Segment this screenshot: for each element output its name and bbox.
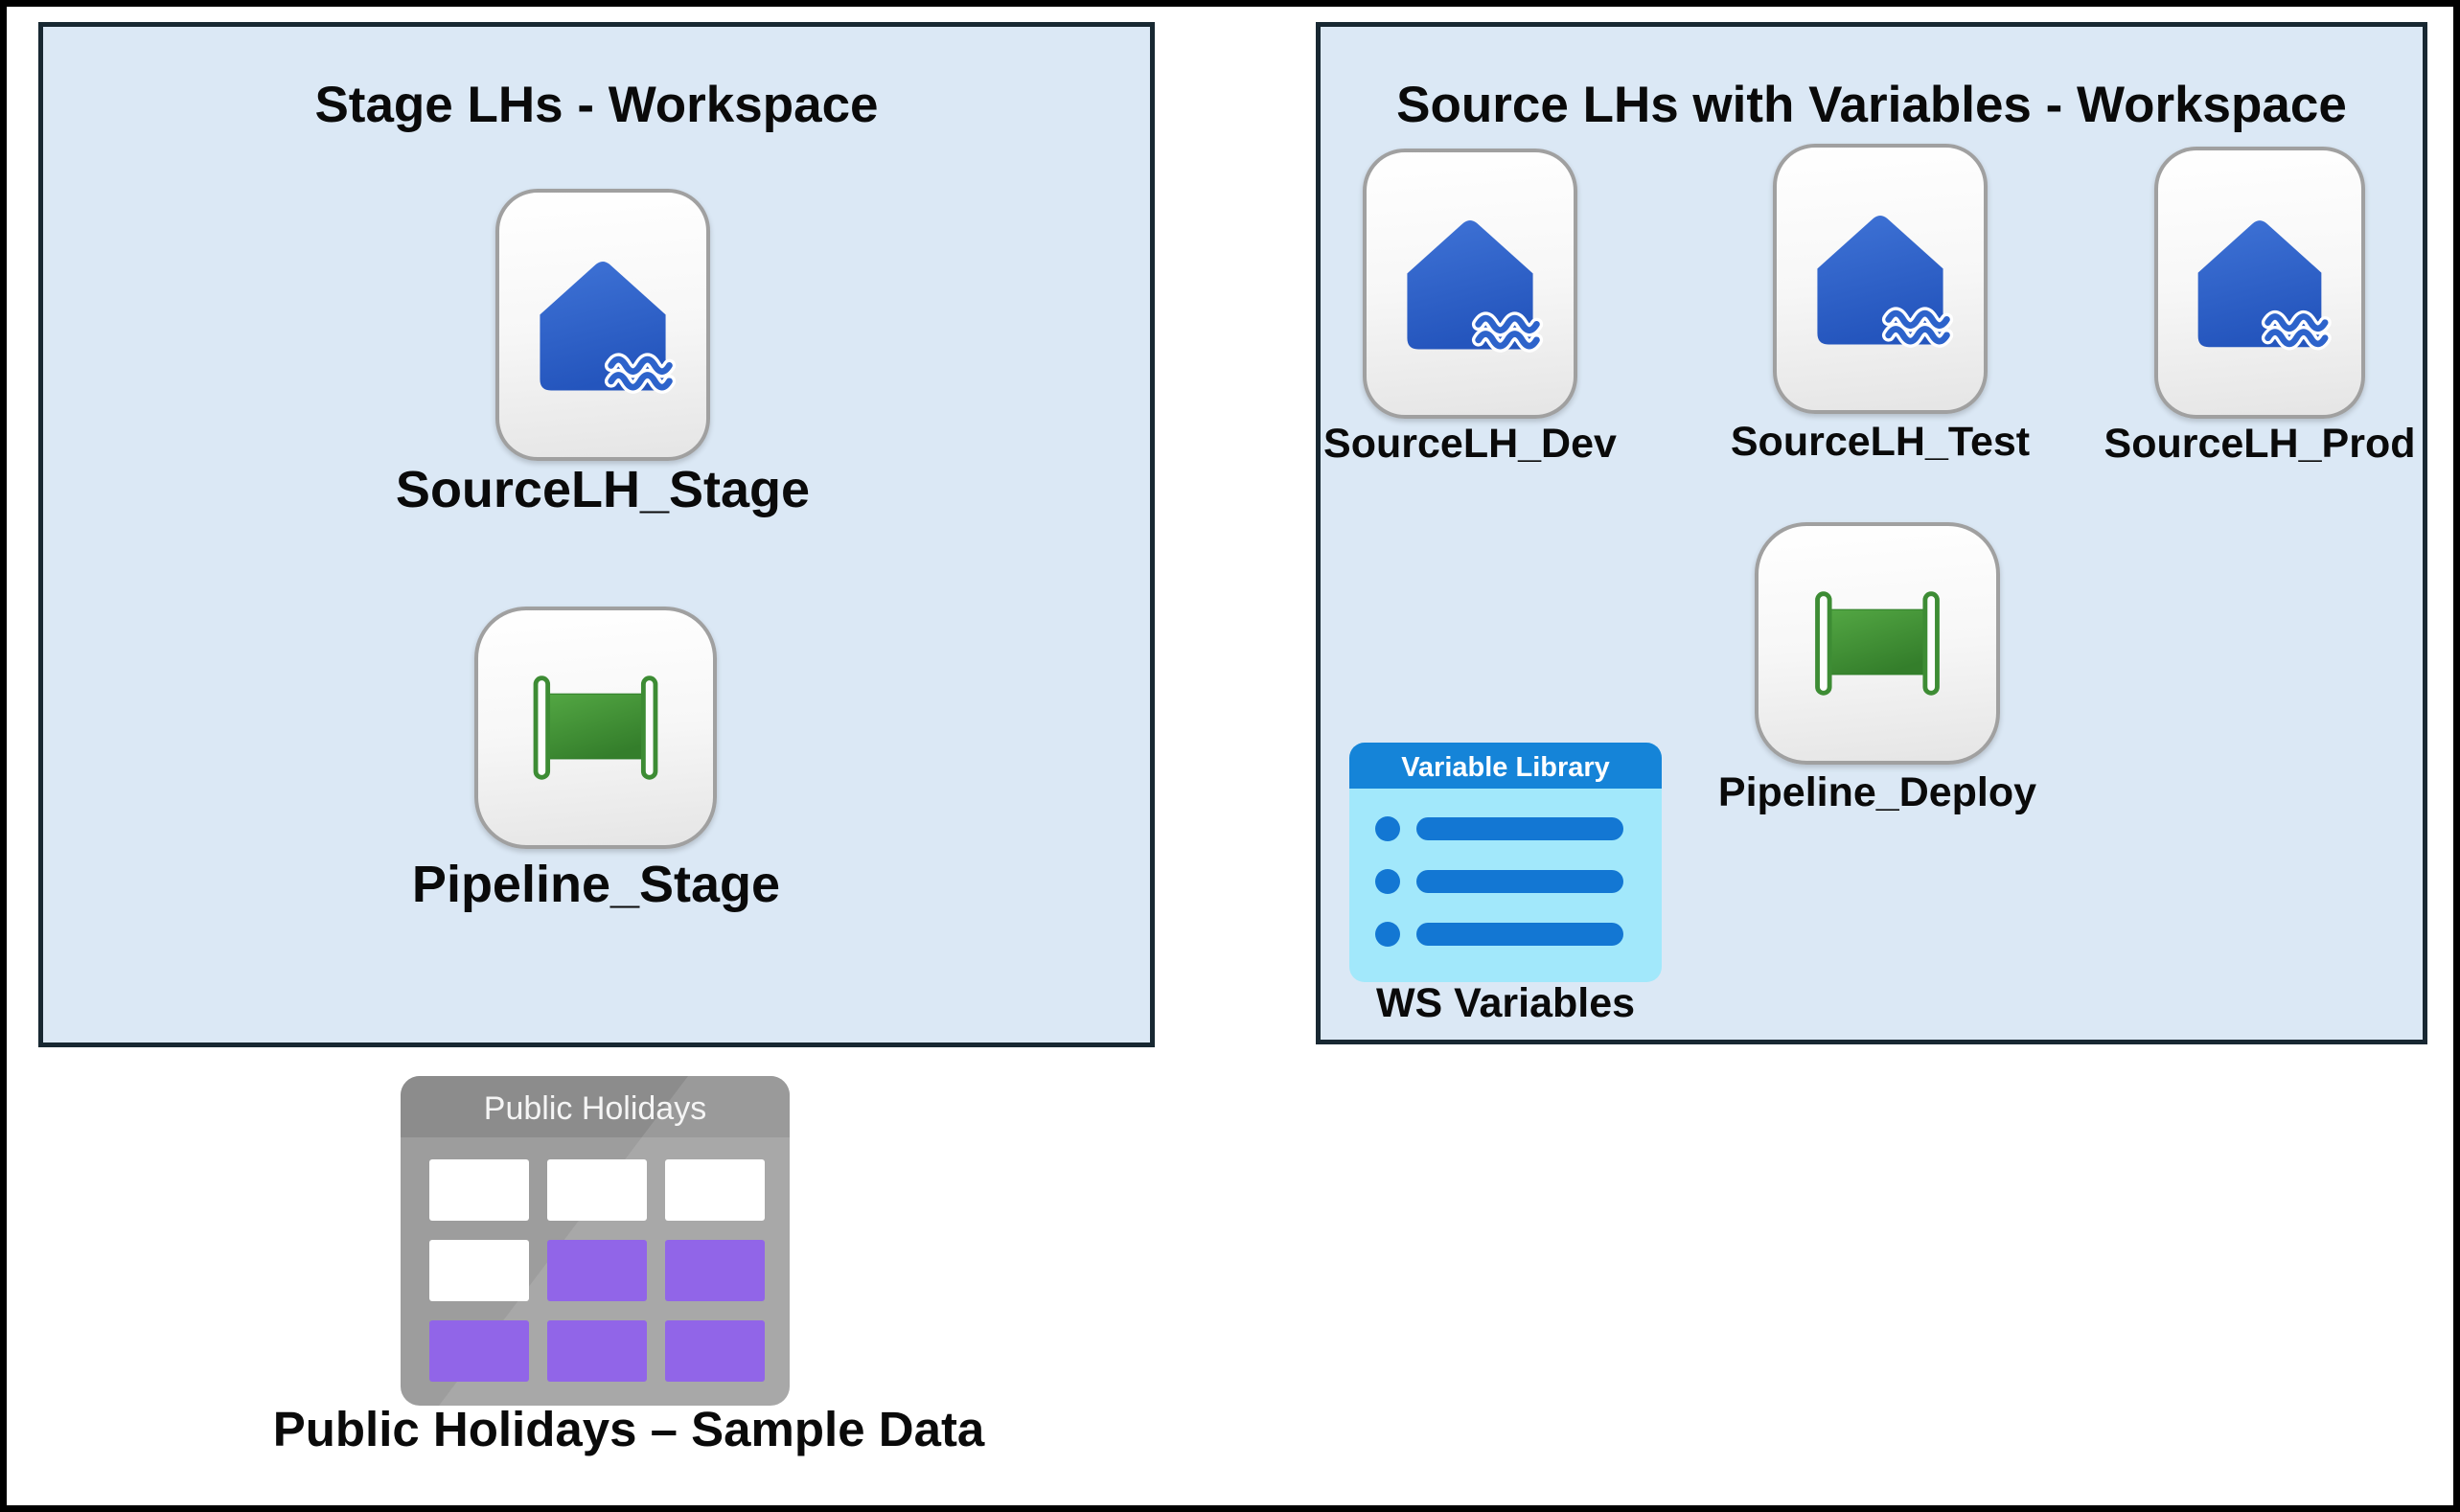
sourcelh-prod-card — [2154, 147, 2365, 419]
sourcelh-test-label: SourceLH_Test — [1730, 419, 2031, 465]
sourcelh-dev-label: SourceLH_Dev — [1323, 421, 1617, 467]
source-workspace-box: Source LHs with Variables - Workspace So… — [1316, 22, 2427, 1044]
variable-library-icon-title: Variable Library — [1401, 752, 1610, 783]
lakehouse-icon — [499, 193, 706, 457]
variable-library-rows — [1375, 816, 1623, 947]
variable-library-icon: Variable Library — [1349, 743, 1662, 982]
pipeline-deploy-label: Pipeline_Deploy — [1717, 769, 2037, 815]
lakehouse-icon — [1777, 148, 1984, 410]
sourcelh-prod-label: SourceLH_Prod — [2104, 421, 2416, 467]
pipeline-stage-card — [474, 607, 717, 849]
sourcelh-stage-label: SourceLH_Stage — [395, 461, 811, 518]
sourcelh-dev-card — [1363, 149, 1577, 419]
public-holidays-table-icon: Public Holidays — [401, 1076, 790, 1406]
public-holidays-sample-data-label: Public Holidays – Sample Data — [272, 1402, 985, 1456]
sourcelh-test-card — [1773, 144, 1988, 414]
source-workspace-title: Source LHs with Variables - Workspace — [1396, 76, 2347, 133]
sourcelh-stage-card — [495, 189, 710, 461]
pipeline-deploy-card — [1755, 522, 2000, 765]
lakehouse-icon — [2158, 150, 2361, 415]
stage-workspace-box: Stage LHs - Workspace SourceLH_Stage Pip… — [38, 22, 1155, 1047]
table-cells — [429, 1159, 765, 1382]
pipeline-icon — [478, 610, 713, 845]
pipeline-icon — [1759, 526, 1996, 761]
pipeline-stage-label: Pipeline_Stage — [411, 856, 781, 913]
public-holidays-icon-title: Public Holidays — [484, 1090, 706, 1127]
ws-variables-label: WS Variables — [1375, 980, 1636, 1026]
lakehouse-icon — [1367, 152, 1574, 415]
stage-workspace-title: Stage LHs - Workspace — [314, 76, 879, 133]
